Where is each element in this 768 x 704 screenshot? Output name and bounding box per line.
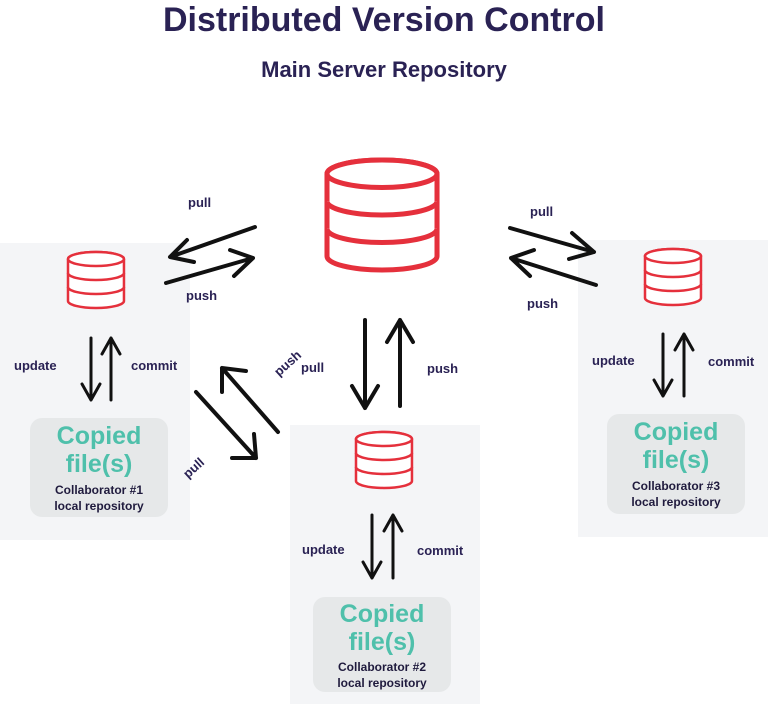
main-server-database-icon [326, 159, 438, 271]
diagram-title: Distributed Version Control [162, 1, 606, 39]
collaborator-2-files-text: file(s) [348, 628, 416, 656]
collaborator-3-repo: local repository [631, 495, 721, 509]
push-arrow-to-server-right [508, 226, 596, 261]
collaborator-1-repo: local repository [54, 499, 144, 513]
collaborator-3-copied-text: Copied [633, 418, 719, 446]
collaborator-2-database-icon [355, 431, 413, 489]
collaborator-3-commit-label: commit [708, 354, 755, 369]
collaborator-1-files-box: Copied file(s) Collaborator #1 local rep… [30, 418, 168, 517]
collaborator-1-files-text: file(s) [65, 450, 133, 478]
push-arrow-to-server-left [164, 248, 255, 285]
pull-arrow-to-collaborator-2 [350, 318, 380, 410]
collaborator-3-files-box: Copied file(s) Collaborator #3 local rep… [607, 414, 745, 514]
left-push-label: push [186, 288, 218, 303]
collaborator-2-commit-label: commit [417, 543, 464, 558]
collaborator-3-database-icon [644, 248, 702, 306]
collaborator-1-copied-text: Copied [56, 422, 142, 450]
pull-arrow-to-collaborator-2 [194, 390, 258, 460]
collaborator-2-name: Collaborator #2 [337, 660, 427, 674]
collaborator-1-update-arrow [80, 336, 102, 402]
collaborator-2-update-arrow [361, 513, 383, 580]
collaborator-1-database-icon [67, 251, 125, 309]
center-pull-label: pull [301, 360, 325, 375]
collaborator-1-update-label: update [14, 358, 57, 373]
right-pull-label: pull [530, 204, 554, 219]
diagram-subtitle: Main Server Repository [261, 57, 507, 82]
right-push-label: push [527, 296, 559, 311]
collaborator-3-commit-arrow [673, 332, 695, 398]
collaborator-2-repo: local repository [337, 676, 427, 690]
collaborator-1-name: Collaborator #1 [54, 483, 144, 497]
collaborator-2-files-box: Copied file(s) Collaborator #2 local rep… [313, 597, 451, 692]
left-pull-label: pull [188, 195, 212, 210]
push-arrow-to-collaborator-1 [220, 366, 280, 434]
push-arrow-to-server-center [385, 318, 415, 408]
collaborator-1-commit-arrow [100, 336, 122, 402]
center-push-label: push [427, 361, 459, 376]
collaborator-3-name: Collaborator #3 [631, 479, 721, 493]
pull-arrow-to-collaborator-1 [168, 225, 257, 264]
collaborator-2-update-label: update [302, 542, 345, 557]
collaborator-1-commit-label: commit [131, 358, 178, 373]
collaborator-2-copied-text: Copied [339, 600, 425, 628]
collaborator-3-files-text: file(s) [642, 446, 710, 474]
collaborator-2-commit-arrow [382, 513, 404, 580]
collaborator-3-update-arrow [652, 332, 674, 398]
pull-arrow-to-collaborator-3 [509, 248, 598, 287]
collaborator-3-update-label: update [592, 353, 635, 368]
